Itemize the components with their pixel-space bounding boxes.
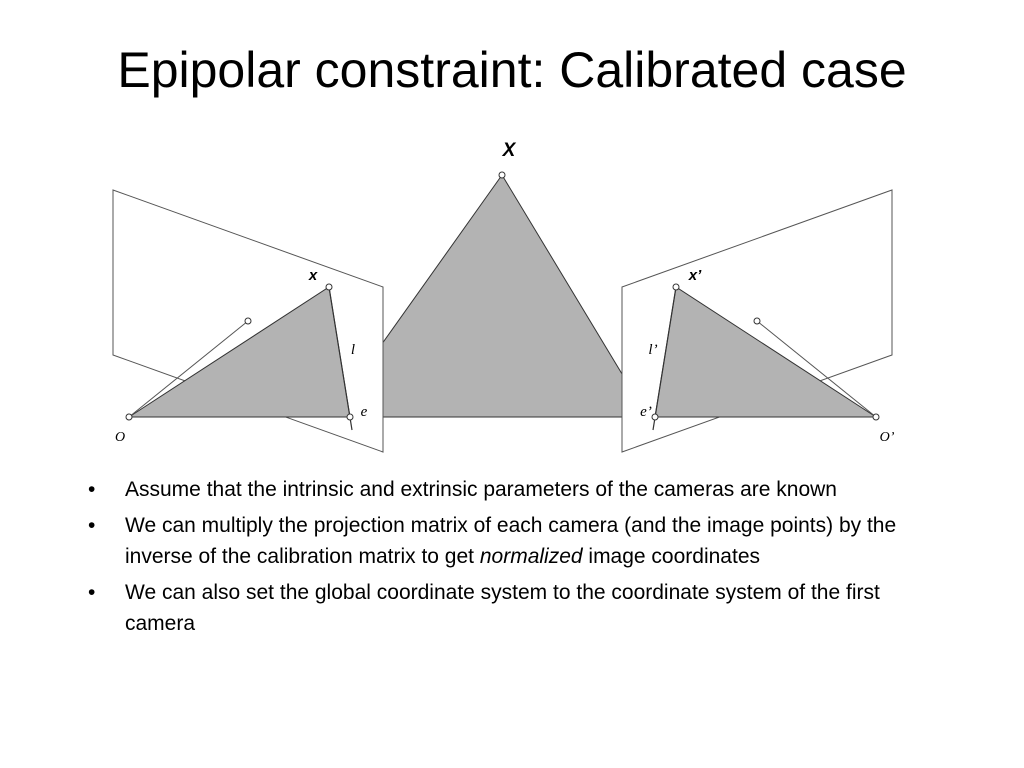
point-e bbox=[346, 413, 354, 421]
right-side-point bbox=[753, 317, 761, 325]
point-O-prime bbox=[872, 413, 880, 421]
bullet-marker: • bbox=[88, 478, 96, 501]
right-ray bbox=[756, 320, 877, 418]
label-O-prime: O’ bbox=[880, 430, 895, 445]
slide-title: Epipolar constraint: Calibrated case bbox=[117, 42, 907, 98]
label-e-prime: e’ bbox=[640, 404, 652, 420]
bullet-marker: • bbox=[88, 514, 96, 537]
point-O bbox=[125, 413, 133, 421]
point-e-prime bbox=[651, 413, 659, 421]
epipolar-line-l-prime bbox=[652, 286, 677, 431]
label-x: x bbox=[308, 267, 318, 284]
point-x-prime bbox=[672, 283, 680, 291]
label-l: l bbox=[351, 342, 355, 358]
bullet-item-1: • Assume that the intrinsic and extrinsi… bbox=[88, 474, 948, 505]
bullet-item-3: • We can also set the global coordinate … bbox=[88, 577, 948, 639]
point-X bbox=[498, 171, 506, 179]
point-x bbox=[325, 283, 333, 291]
label-X: X bbox=[502, 140, 517, 161]
bullet-text-2-pre: We can multiply the projection matrix of… bbox=[125, 514, 897, 568]
label-x-prime: x’ bbox=[688, 267, 702, 284]
bullet-text-2-emphasis: normalized bbox=[479, 545, 583, 568]
epipolar-line-l bbox=[328, 286, 353, 431]
bullet-text-2-post: image coordinates bbox=[582, 545, 760, 568]
bullet-text-3: We can also set the global coordinate sy… bbox=[125, 581, 880, 635]
epipolar-diagram: X x x’ l l’ e e’ O O’ bbox=[112, 140, 895, 453]
bullet-list: • Assume that the intrinsic and extrinsi… bbox=[88, 474, 948, 644]
left-side-point bbox=[244, 317, 252, 325]
label-l-prime: l’ bbox=[648, 342, 657, 358]
left-ray bbox=[128, 320, 249, 418]
epipolar-plane bbox=[329, 174, 649, 418]
bullet-text-1: Assume that the intrinsic and extrinsic … bbox=[125, 478, 837, 501]
bullet-marker: • bbox=[88, 581, 96, 604]
label-O: O bbox=[115, 430, 125, 445]
epipolar-geometry-figure: X x x’ l l’ e e’ O O’ bbox=[100, 130, 920, 460]
label-e: e bbox=[361, 404, 368, 420]
bullet-item-2: • We can multiply the projection matrix … bbox=[88, 510, 948, 572]
